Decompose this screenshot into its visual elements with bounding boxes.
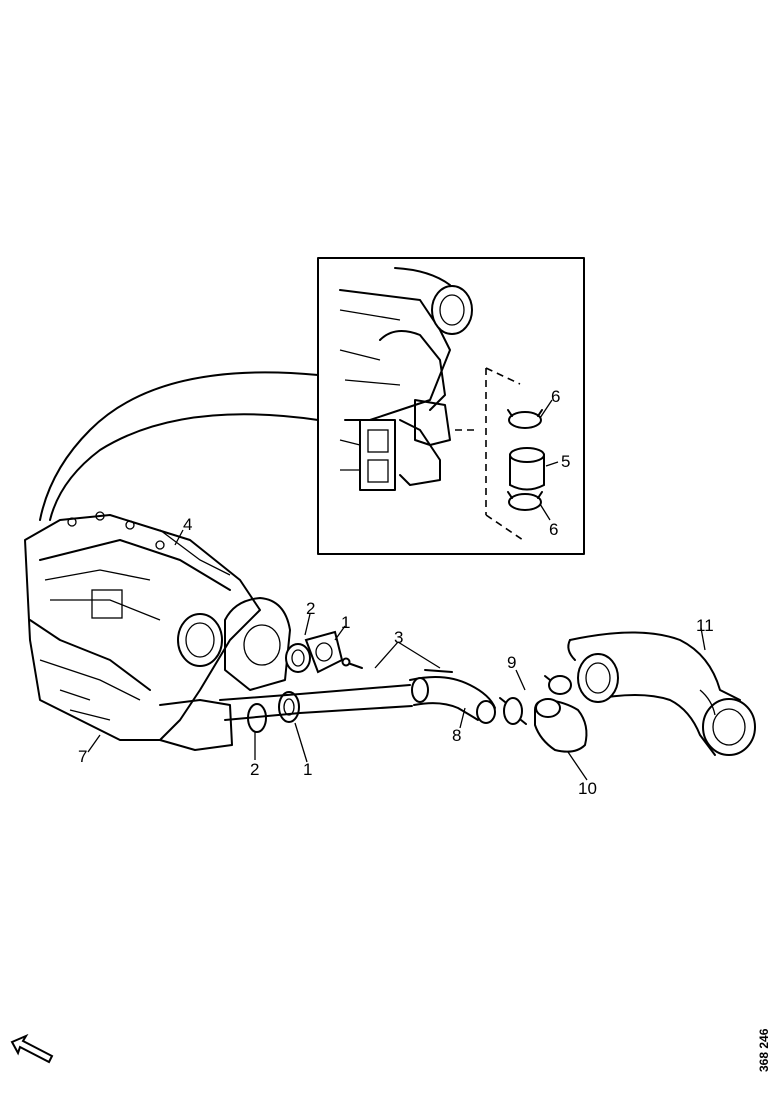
direction-arrow-icon	[10, 1033, 54, 1064]
elbow-hose	[534, 698, 588, 753]
callout-3: 3	[394, 628, 403, 647]
callout-6-upper: 6	[551, 387, 560, 406]
callout-4: 4	[183, 515, 192, 534]
callout-1-upper: 1	[341, 613, 350, 632]
callout-labels: 1 1 2 2 3 4 6 5 6 7 8 9 10 11	[78, 387, 714, 798]
callout-2-lower: 2	[250, 760, 259, 779]
bolt	[341, 657, 453, 673]
hose-clamp	[499, 675, 572, 725]
reference-number: 368 246	[757, 1028, 771, 1072]
leader-lines	[87, 529, 706, 781]
detail-inset	[317, 257, 585, 555]
callout-5: 5	[561, 452, 570, 471]
callout-1-lower: 1	[303, 760, 312, 779]
air-hose	[567, 631, 756, 756]
callout-2-upper: 2	[306, 599, 315, 618]
engine-block	[24, 511, 261, 741]
gasket-upper	[285, 643, 311, 673]
flange-lower	[278, 691, 300, 723]
callout-11: 11	[696, 616, 714, 635]
elbow-housing	[159, 597, 291, 751]
coupling-sleeve	[509, 447, 545, 491]
callout-6-lower: 6	[549, 520, 558, 539]
callout-8: 8	[452, 726, 461, 745]
pipe	[219, 675, 496, 724]
callout-7: 7	[78, 747, 87, 766]
clamp-lower	[507, 491, 543, 511]
callout-9: 9	[507, 653, 516, 672]
inset-connector-arcs	[39, 371, 319, 521]
callout-10: 10	[578, 779, 597, 798]
clamp-upper	[507, 409, 543, 429]
